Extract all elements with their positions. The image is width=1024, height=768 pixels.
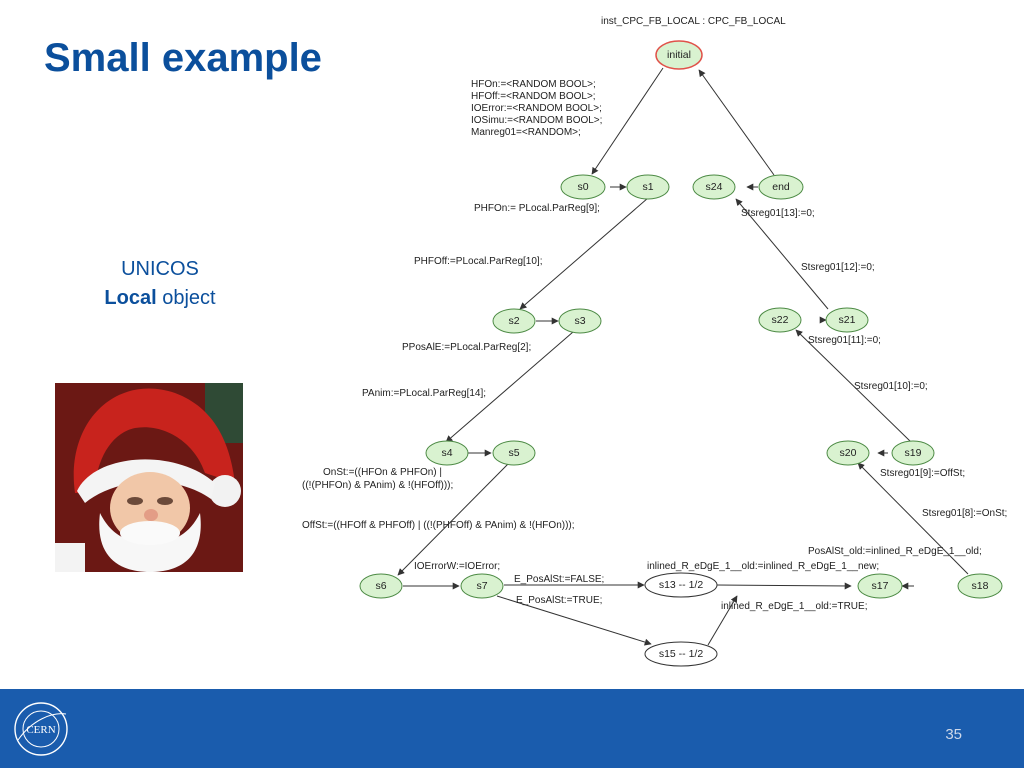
label-s7-s13: E_PosAlSt:=FALSE; xyxy=(514,574,604,585)
state-initial xyxy=(655,40,703,70)
state-s18 xyxy=(957,573,1003,599)
state-s2-label: s2 xyxy=(508,315,519,327)
label-s5-s6b: ((!(PHFOn) & PAnim) & !(HFOff))); xyxy=(302,480,453,491)
label-s7-s15: E_PosAlSt:=TRUE; xyxy=(516,595,602,606)
label-s15-s17: inlined_R_eDgE_1__old:=TRUE; xyxy=(721,601,867,612)
label-s18-s20: Stsreg01[8]:=OnSt; xyxy=(922,508,1007,519)
state-s19 xyxy=(891,440,935,466)
state-s7-label: s7 xyxy=(476,580,487,592)
state-s1-label: s1 xyxy=(642,181,653,193)
state-diagram: inst_CPC_FB_LOCAL : CPC_FB_LOCAL initial… xyxy=(302,16,1007,667)
state-s22-label: s22 xyxy=(772,314,789,326)
state-s4-label: s4 xyxy=(441,447,452,459)
state-s7 xyxy=(460,573,504,599)
state-s21-label: s21 xyxy=(839,314,856,326)
label-s19-s21: Stsreg01[10]:=0; xyxy=(854,381,928,392)
label-s19-s20: Stsreg01[9]:=OffSt; xyxy=(880,468,965,479)
label-s21-s22: Stsreg01[11]:=0; xyxy=(808,335,881,346)
label-s5-s6c: OffSt:=((HFOff & PHFOff) | ((!(PHFOff) &… xyxy=(302,520,575,531)
state-s0-label: s0 xyxy=(577,181,588,193)
transition-labels: HFOn:=<RANDOM BOOL>; HFOff:=<RANDOM BOOL… xyxy=(302,79,1007,612)
slide-subtitle: UNICOS Local object xyxy=(60,255,260,313)
state-s17 xyxy=(857,573,903,599)
label-init-2: HFOff:=<RANDOM BOOL>; xyxy=(471,91,596,102)
state-end xyxy=(758,174,804,200)
label-s1-s2b: PHFOff:=PLocal.ParReg[10]; xyxy=(414,256,543,267)
label-init-4: IOSimu:=<RANDOM BOOL>; xyxy=(471,115,602,126)
cern-logo: CERN xyxy=(14,702,68,756)
state-s24-label: s24 xyxy=(706,181,723,193)
label-init-1: HFOn:=<RANDOM BOOL>; xyxy=(471,79,596,90)
state-s5 xyxy=(492,440,536,466)
cern-logo-text: CERN xyxy=(26,724,55,736)
state-s13-label: s13 -- 1/2 xyxy=(659,579,704,591)
subtitle-rest: object xyxy=(156,287,216,309)
footer-bar: CERN 35 xyxy=(0,689,1024,768)
state-s3 xyxy=(558,308,602,334)
label-s6-s7: IOErrorW:=IOError; xyxy=(414,561,500,572)
state-s15-label: s15 -- 1/2 xyxy=(659,648,704,660)
state-s5-label: s5 xyxy=(508,447,519,459)
state-initial-label: initial xyxy=(667,49,691,61)
state-s6 xyxy=(359,573,403,599)
label-s17-s18: PosAlSt_old:=inlined_R_eDgE_1__old; xyxy=(808,546,982,557)
label-end-s24: Stsreg01[13]:=0; xyxy=(741,208,815,219)
state-s20-label: s20 xyxy=(840,447,857,459)
subtitle-bold: Local xyxy=(104,287,157,309)
state-s18-label: s18 xyxy=(972,580,989,592)
states: initial s0 s1 s24 end s2 s3 s22 s21 s4 s… xyxy=(359,40,1003,667)
santa-claus-photo xyxy=(55,383,243,572)
state-s1 xyxy=(626,174,670,200)
state-s15 xyxy=(644,641,718,667)
state-s20 xyxy=(826,440,870,466)
diagram-caption: inst_CPC_FB_LOCAL : CPC_FB_LOCAL xyxy=(601,16,786,27)
state-s13 xyxy=(644,572,718,598)
label-s3-s4: PPosAlE:=PLocal.ParReg[2]; xyxy=(402,342,531,353)
label-s1-s2: PHFOn:= PLocal.ParReg[9]; xyxy=(474,203,600,214)
state-s17-label: s17 xyxy=(872,580,889,592)
slide-title: Small example xyxy=(44,36,322,80)
label-init-3: IOError:=<RANDOM BOOL>; xyxy=(471,103,602,114)
state-s0 xyxy=(560,174,606,200)
state-s3-label: s3 xyxy=(574,315,585,327)
label-init-5: Manreg01=<RANDOM>; xyxy=(471,127,581,138)
state-end-label: end xyxy=(772,181,790,193)
label-s3-s4b: PAnim:=PLocal.ParReg[14]; xyxy=(362,388,486,399)
label-s5-s6a: OnSt:=((HFOn & PHFOn) | xyxy=(323,467,442,478)
page-number: 35 xyxy=(945,726,962,743)
transition-arrows xyxy=(397,67,969,646)
state-s4 xyxy=(425,440,469,466)
state-s19-label: s19 xyxy=(905,447,922,459)
state-s6-label: s6 xyxy=(375,580,386,592)
state-s21 xyxy=(825,307,869,333)
label-s21-s24: Stsreg01[12]:=0; xyxy=(801,262,875,273)
state-s2 xyxy=(492,308,536,334)
state-s24 xyxy=(692,174,736,200)
label-s13-s17: inlined_R_eDgE_1__old:=inlined_R_eDgE_1_… xyxy=(647,561,879,572)
subtitle-line-1: UNICOS xyxy=(121,258,199,280)
subtitle-line-2: Local object xyxy=(60,284,260,313)
state-s22 xyxy=(758,307,802,333)
